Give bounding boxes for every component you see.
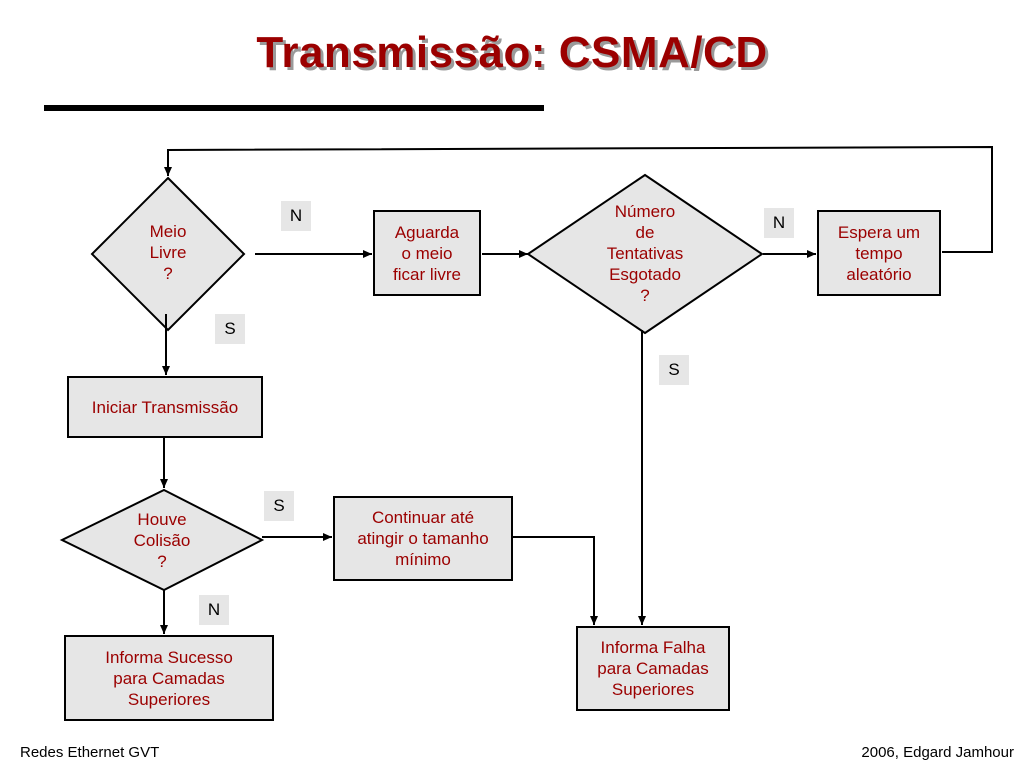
terminal-informa-falha [576, 626, 730, 711]
label-n-colisao: N [199, 595, 229, 625]
loop-espera-to-meio [164, 145, 993, 253]
meio-livre-text: Meio Livre ? [149, 222, 187, 283]
informa-sucesso-text: Informa Sucesso para Camadas Superiores [105, 647, 233, 709]
label-s-meio: S [215, 314, 245, 344]
espera-text: Espera um tempo aleatório [837, 222, 921, 284]
decision-numero-tentativas [526, 173, 764, 335]
numero-tentativas-text: Número de Tentativas Esgotado ? [606, 201, 684, 305]
continuar-text: Continuar até atingir o tamanho mínimo [357, 508, 489, 569]
informa-falha-text: Informa Falha para Camadas Superiores [597, 638, 709, 699]
process-espera [817, 210, 941, 296]
title-underline [44, 105, 544, 111]
terminal-informa-sucesso [64, 635, 274, 721]
label-n-meio: N [281, 201, 311, 231]
aguarda-text: Aguarda o meio ficar livre [392, 222, 461, 284]
page-title: Transmissão: CSMA/CD [256, 28, 768, 77]
process-aguarda [373, 210, 481, 296]
process-iniciar [67, 376, 263, 438]
footer-right: 2006, Edgard Jamhour [861, 744, 1014, 761]
iniciar-text: Iniciar Transmissão [91, 397, 239, 417]
label-s-colisao: S [264, 491, 294, 521]
arrow-continuar-to-falha [513, 536, 598, 625]
process-continuar [333, 496, 513, 581]
label-n-numero: N [764, 208, 794, 238]
footer-left: Redes Ethernet GVT [20, 744, 160, 761]
label-s-numero: S [659, 355, 689, 385]
houve-colisao-text: Houve Colisão ? [133, 509, 191, 571]
decision-meio-livre [90, 176, 246, 332]
